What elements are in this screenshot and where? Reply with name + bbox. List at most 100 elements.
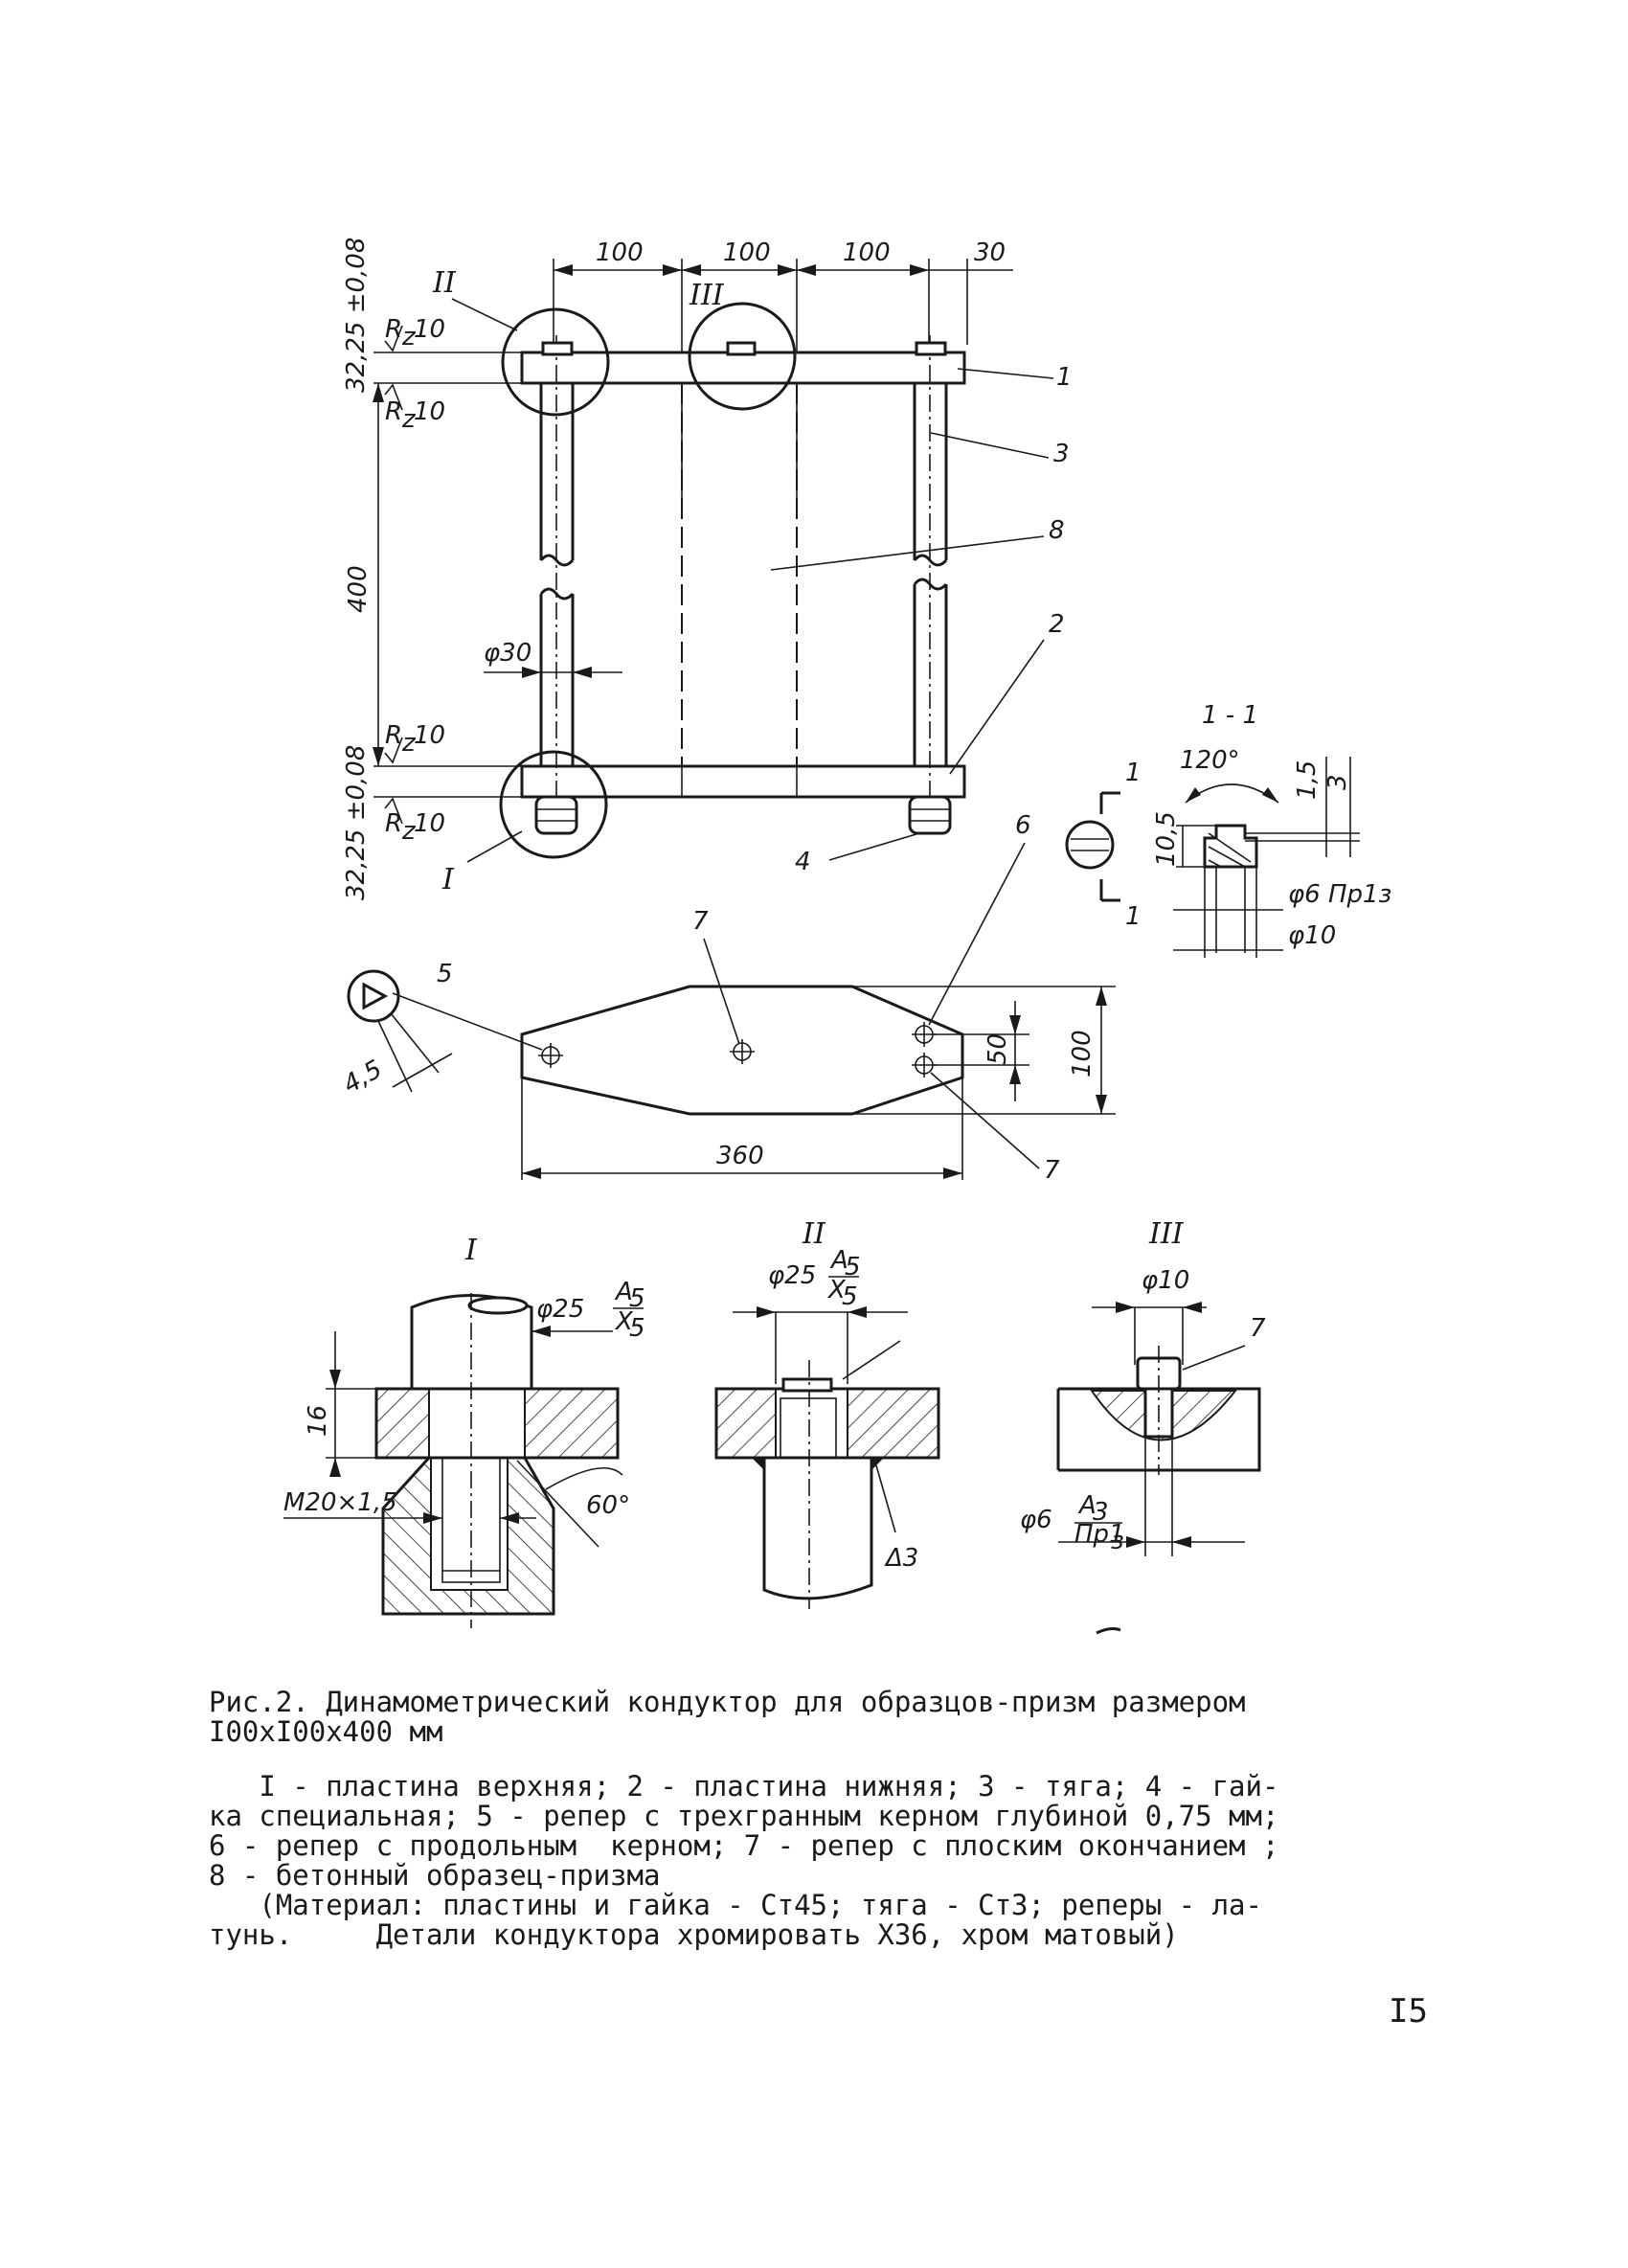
right-rod [913, 335, 948, 824]
dim-phi10-section: φ10 [1288, 921, 1336, 950]
svg-text:A: A [829, 1246, 848, 1275]
detail-circle-III [688, 302, 797, 411]
callout-2: 2 [1049, 610, 1065, 639]
svg-text:10: 10 [414, 721, 445, 750]
dim-1-5: 1,5 [1293, 760, 1322, 800]
dim-16: 16 [304, 1405, 332, 1437]
dim-360: 360 [716, 1142, 764, 1170]
roughness-top-lower: R z 10 [384, 383, 445, 434]
svg-text:R: R [385, 721, 402, 750]
detail-I: I 16 M20×1,5 60° φ25 A 5 X 5 [283, 1234, 645, 1628]
dim-4-5: 4,5 [339, 1055, 388, 1100]
nut-left [534, 795, 578, 835]
page-number: I5 [1389, 1992, 1428, 2030]
caption-line: (Материал: пластины и гайка - Ст45; тяга… [209, 1889, 1262, 1921]
svg-text:z: z [401, 729, 417, 758]
reper-6-plan [1065, 820, 1115, 870]
rod-head-left [541, 341, 574, 356]
callout-7-center: 7 [692, 907, 709, 936]
dim-phi30: φ30 [484, 639, 531, 668]
tolerance-bottom: 32,25 ±0,08 [342, 745, 371, 900]
top-plate [520, 351, 966, 385]
svg-text:5: 5 [629, 1284, 645, 1313]
dim-phi25-I: φ25 [536, 1295, 584, 1324]
dim-400: 400 [344, 565, 373, 613]
section-title: 1 - 1 [1202, 701, 1258, 730]
detail-III: III φ10 7 φ6 A 3 Пр1 з [1020, 1217, 1266, 1635]
detail-I-title: I [464, 1234, 478, 1267]
svg-text:3: 3 [1093, 1498, 1109, 1527]
reper-top [726, 341, 757, 356]
dim-m20: M20×1,5 [283, 1488, 397, 1517]
roughness-bottom-lower: R z 10 [384, 797, 445, 846]
callout-5: 5 [437, 960, 453, 988]
roughness-top-upper: R z 10 [384, 315, 445, 352]
callout-6: 6 [1015, 811, 1031, 840]
assembly-view: 100 100 100 30 [342, 238, 1073, 900]
svg-text:z: z [401, 323, 417, 352]
dim-3: 3 [1323, 774, 1352, 790]
dim-phi10-III: φ10 [1142, 1266, 1189, 1295]
caption-line: 6 - репер с продольным керном; 7 - репер… [209, 1829, 1279, 1862]
dim-phi25-II: φ25 [768, 1261, 816, 1290]
svg-text:R: R [385, 809, 402, 838]
svg-text:R: R [385, 397, 402, 426]
callout-1: 1 [1056, 363, 1073, 392]
svg-text:Пр1: Пр1 [1074, 1520, 1125, 1549]
callout-7-side: 7 [1044, 1156, 1060, 1185]
cut-mark-top: 1 [1125, 759, 1142, 787]
marker-I: I [441, 863, 455, 896]
roughness-bottom-upper: R z 10 [384, 721, 445, 764]
plate-plan-view: 360 50 100 5 7 6 7 4,5 [339, 811, 1116, 1185]
callout-7-detail: 7 [1250, 1314, 1266, 1343]
svg-text:10: 10 [414, 809, 445, 838]
svg-text:5: 5 [629, 1314, 645, 1343]
svg-text:X: X [614, 1307, 634, 1336]
svg-text:з: з [1111, 1527, 1124, 1555]
dim-100-right: 100 [843, 238, 891, 267]
svg-text:R: R [385, 315, 402, 344]
detail-circle-II [501, 307, 610, 417]
callout-8: 8 [1049, 516, 1065, 545]
dim-30: 30 [974, 238, 1006, 267]
detail-II-title: II [802, 1217, 826, 1251]
svg-text:5: 5 [842, 1282, 858, 1311]
rod-head-right [915, 341, 947, 356]
svg-text:z: z [401, 405, 417, 434]
weld-3: Δ3 [884, 1544, 918, 1573]
detail-II: II φ25 A 5 X 5 Δ3 [714, 1217, 940, 1609]
svg-text:10: 10 [414, 315, 445, 344]
dim-100-width: 100 [1068, 1030, 1097, 1077]
svg-text:A: A [614, 1278, 633, 1306]
dim-100-middle: 100 [723, 238, 771, 267]
figure-caption: Рис.2. Динамометрический кондуктор для о… [209, 1688, 1473, 1950]
left-rod [539, 335, 575, 824]
section-1-1: 1 - 1 120° 10,5 1,5 3 φ6 Пр1з φ10 [1065, 701, 1391, 958]
svg-text:A: A [1077, 1491, 1097, 1520]
marker-III: III [689, 279, 725, 312]
dim-phi6-III: φ6 [1020, 1506, 1052, 1534]
caption-line: тунь. Детали кондуктора хромировать Х36,… [209, 1918, 1179, 1951]
cut-mark-bottom: 1 [1125, 902, 1142, 931]
callout-4: 4 [795, 848, 811, 876]
svg-text:X: X [826, 1276, 847, 1304]
svg-text:10: 10 [414, 397, 445, 426]
marker-II: II [432, 266, 457, 300]
caption-line: ка специальная; 5 - репер с трехгранным … [209, 1800, 1279, 1832]
dim-100-left: 100 [596, 238, 644, 267]
caption-line: 8 - бетонный образец-призма [209, 1859, 661, 1892]
dim-50: 50 [984, 1033, 1012, 1065]
svg-text:5: 5 [845, 1253, 861, 1281]
callout-3: 3 [1053, 440, 1070, 468]
caption-title: Рис.2. Динамометрический кондуктор для о… [209, 1686, 1246, 1748]
detail-circle-I [499, 750, 608, 859]
dim-angle-60: 60° [586, 1491, 630, 1520]
detail-III-title: III [1148, 1217, 1185, 1251]
reper-5-symbol: 4,5 [339, 969, 453, 1100]
tolerance-top: 32,25 ±0,08 [342, 238, 371, 393]
bottom-plate [520, 764, 966, 799]
angle-120: 120° [1180, 746, 1240, 775]
caption-line: I - пластина верхняя; 2 - пластина нижня… [209, 1770, 1279, 1803]
